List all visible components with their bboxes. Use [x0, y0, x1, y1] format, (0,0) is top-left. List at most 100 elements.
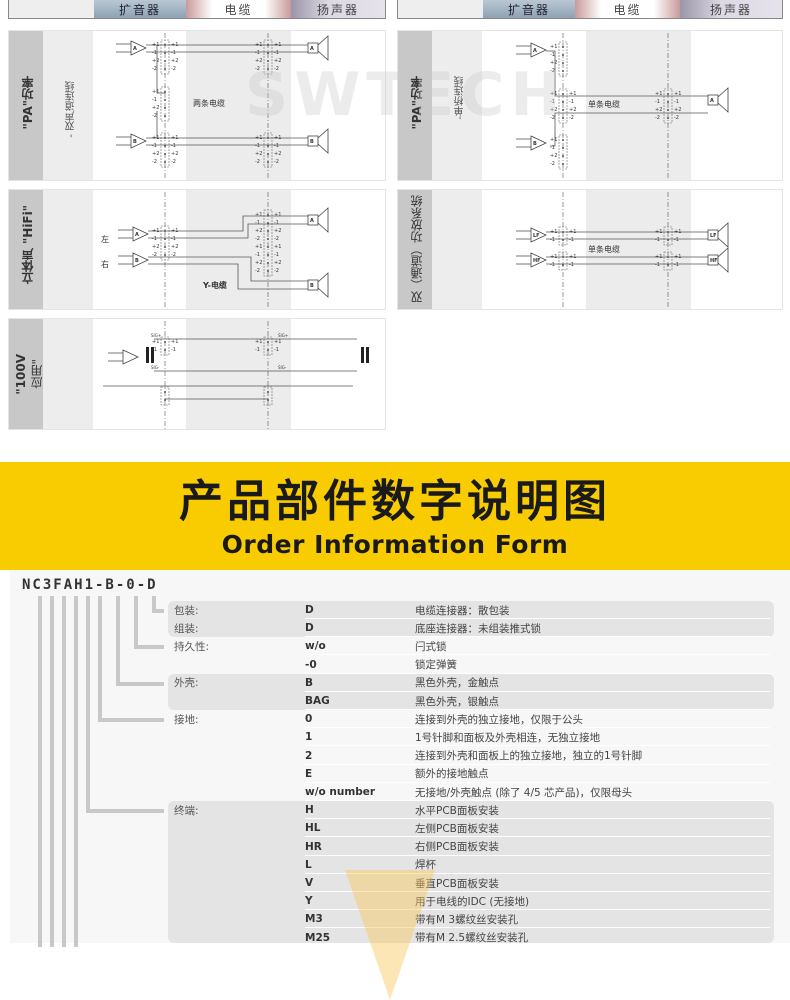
speaker-icon: [317, 128, 329, 154]
row-code: B: [305, 676, 314, 689]
group-termination: [168, 801, 774, 943]
pin-dot: [164, 52, 166, 54]
panel-subtitle-strip: [432, 31, 482, 180]
pin-label: -1: [274, 220, 279, 226]
row-divider: [305, 636, 770, 638]
pin-dot: [667, 109, 669, 111]
table-row: 外壳: B 黑色外壳，金触点: [168, 674, 774, 692]
tree-branch: [38, 596, 42, 947]
row-code: w/o: [305, 640, 326, 653]
panel-subtitle-strip: [43, 319, 93, 429]
pin-dot: [164, 254, 166, 256]
row-code: M25: [305, 931, 331, 944]
pin-dot: [562, 101, 564, 103]
pin-label: -1: [674, 262, 679, 268]
pin-dot: [267, 222, 269, 224]
panel-title: 双（通道）功放系统: [410, 195, 424, 303]
pin-label: -2: [152, 252, 157, 258]
row-divider: [305, 709, 770, 710]
banner-title-cn: 产品部件数字说明图: [179, 476, 611, 527]
amplifier-icon: [132, 226, 149, 242]
pin-label: -2: [255, 66, 260, 72]
pin-label: -2: [171, 159, 176, 165]
pin-label: -1: [274, 252, 279, 258]
row-divider: [305, 618, 770, 619]
pin-label: +2: [152, 244, 159, 250]
pin-dot: [267, 230, 269, 232]
amplifier-icon: [530, 42, 547, 58]
tree-branch: [98, 596, 102, 723]
row-code: -0: [305, 658, 317, 671]
row-code: H: [305, 804, 314, 817]
pin-label: -1: [550, 52, 555, 58]
order-banner: 产品部件数字说明图 Order Information Form: [0, 462, 790, 570]
tree-branch: [116, 596, 120, 686]
row-divider: [305, 854, 770, 856]
row-label: 组装:: [174, 622, 199, 635]
row-description: 用于电线的IDC (无接地): [415, 895, 530, 908]
speaker-label: B: [310, 139, 314, 145]
pin-label: -2: [152, 113, 157, 119]
diagram-line: [148, 215, 308, 232]
pin-dot: [267, 246, 269, 248]
pin-dot: [562, 93, 564, 95]
row-code: 2: [305, 749, 313, 762]
tree-connector: [86, 809, 164, 814]
row-label: 外壳:: [174, 677, 199, 690]
amplifier-label: A: [133, 46, 137, 52]
pin-dot: [562, 109, 564, 111]
pin-label: +2: [171, 58, 178, 64]
panel-subtitle: - 双声道连线: [66, 81, 77, 138]
pin-label: -1: [171, 50, 176, 56]
amplifier-label: HF: [533, 258, 541, 264]
transformer-icon: [151, 347, 154, 363]
pin-label: +1: [255, 339, 262, 345]
header-strip-left: 扩音器 电缆 扬声器: [8, 0, 386, 19]
speaker-icon: [317, 207, 329, 233]
pin-label: +2: [550, 153, 557, 159]
tree-connector: [98, 718, 164, 723]
pin-label: -1: [152, 143, 157, 149]
pin-label: -2: [274, 66, 279, 72]
pin-label: -2: [152, 66, 157, 72]
row-divider: [305, 872, 770, 874]
pin-dot: [164, 391, 166, 393]
pin-dot: [562, 264, 564, 266]
pin-label: +1: [674, 91, 681, 97]
pin-label: -1: [171, 347, 176, 353]
pin-dot: [667, 101, 669, 103]
row-divider: [305, 891, 770, 892]
panel-title-strip: [398, 190, 432, 309]
row-description: 无接地/外壳触点 (除了 4/5 芯产品)，仅限母头: [415, 786, 633, 799]
pin-dot: [164, 341, 166, 343]
amplifier-icon: [130, 40, 147, 56]
row-code: L: [305, 858, 312, 871]
diagram-line: [546, 50, 708, 97]
row-divider: [305, 927, 770, 929]
cable-label: 两条电缆: [193, 98, 225, 108]
pin-dot: [267, 399, 269, 401]
pin-label: +2: [274, 228, 281, 234]
sig-label: SIG-: [278, 365, 287, 370]
header-cable: 电缆: [186, 0, 291, 18]
header-blank: [9, 0, 94, 18]
tree-branch: [134, 596, 138, 650]
watermark: SWTECH: [245, 60, 567, 130]
pin-dot: [667, 264, 669, 266]
pin-dot: [164, 399, 166, 401]
pin-label: -2: [550, 115, 555, 121]
pin-label: -2: [255, 268, 260, 274]
tree-branch: [86, 596, 90, 814]
diagram-line: [148, 256, 308, 282]
row-description: 黑色外壳，银触点: [415, 695, 499, 708]
row-description: 黑色外壳，金触点: [415, 677, 499, 690]
pin-dot: [267, 153, 269, 155]
transformer-icon: [366, 347, 369, 363]
row-description: 水平PCB面板安装: [415, 804, 499, 817]
